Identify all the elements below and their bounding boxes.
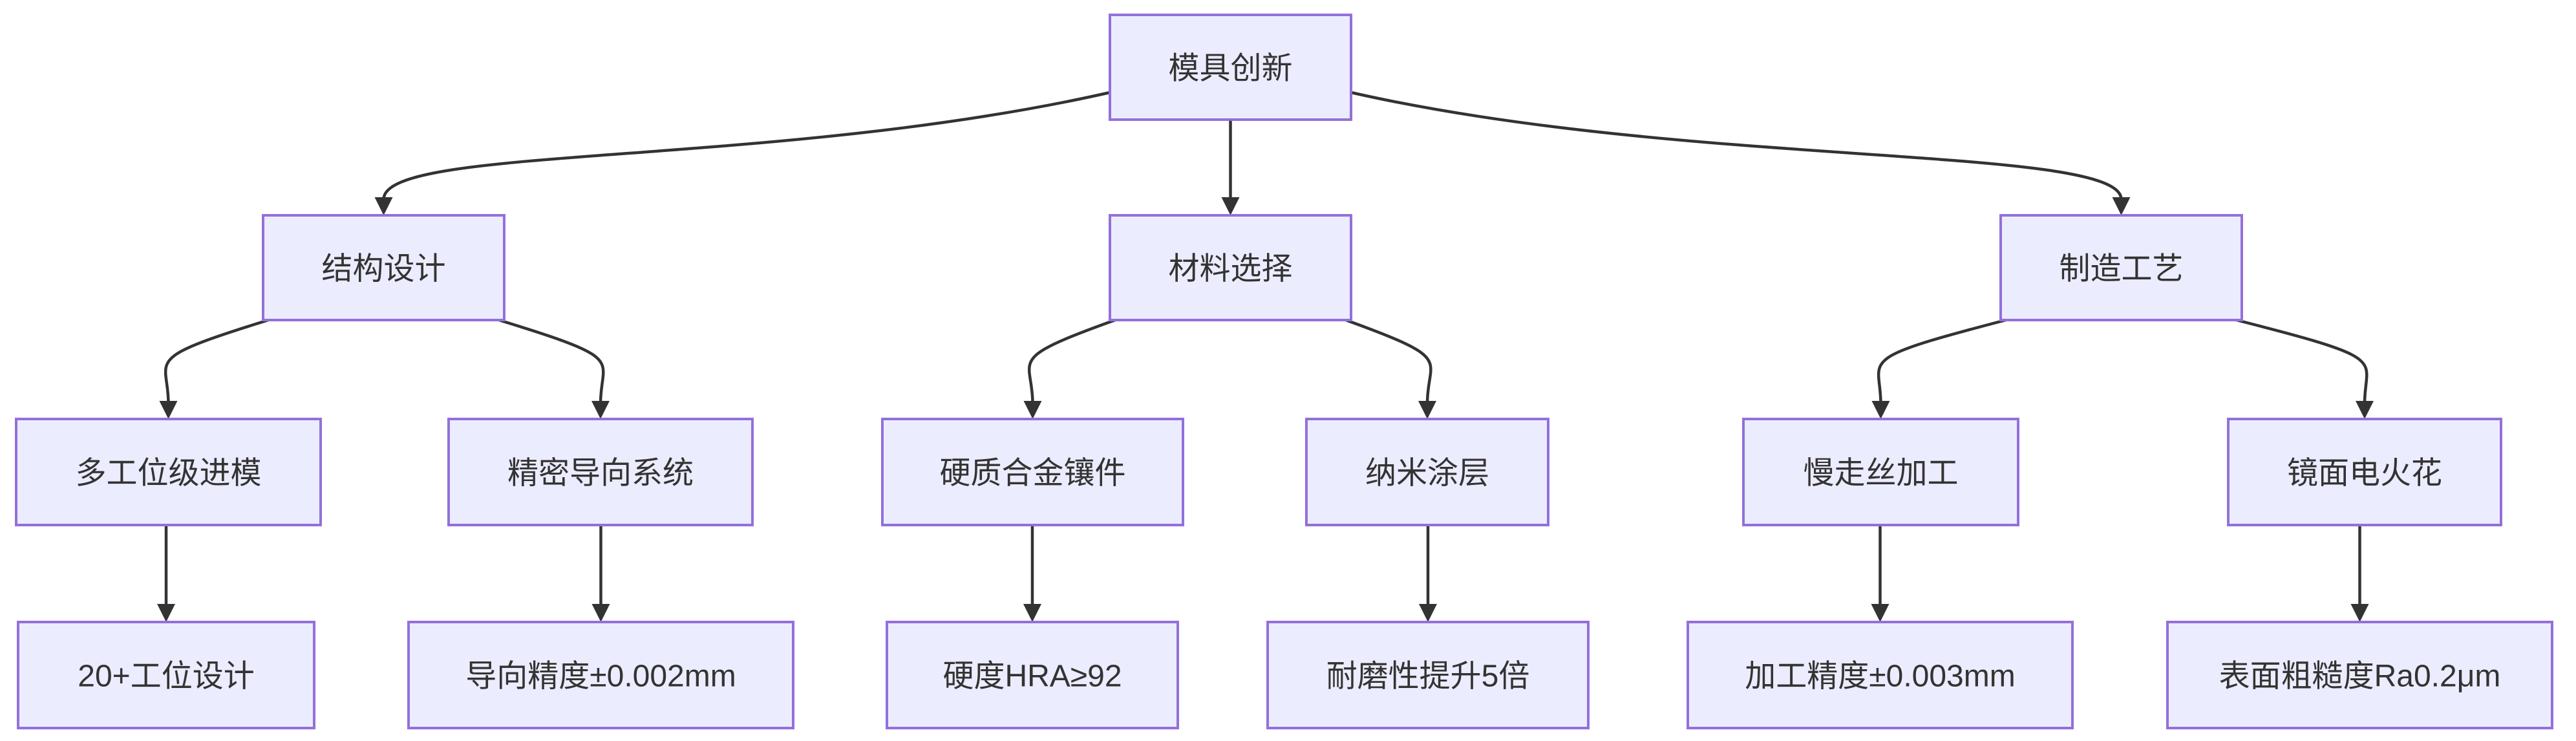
node-material-selection-box: [1109, 214, 1352, 321]
node-nano-coating-box: [1305, 418, 1549, 526]
arrowhead-icon-machining-accuracy: [1871, 604, 1889, 622]
node-structure-design-label: 结构设计: [321, 252, 445, 286]
node-wear-resistance-box: [1266, 621, 1590, 729]
node-manufacturing-process: 制造工艺: [1999, 214, 2243, 321]
node-slow-wire-edm-box: [1742, 418, 2019, 526]
arrowhead-icon-guide-accuracy: [591, 604, 610, 622]
arrowhead-icon-wear-resistance: [1419, 604, 1437, 622]
node-structure-design: 结构设计: [262, 214, 506, 321]
node-precision-guide-system-label: 精密导向系统: [507, 456, 694, 490]
edge-root-to-structure-design: [382, 91, 1111, 200]
node-multi-station-progressive-die: 多工位级进模: [15, 418, 322, 526]
arrowhead-icon-material-selection: [1221, 197, 1240, 215]
node-structure-design-box: [262, 214, 506, 321]
edge-layer: [157, 91, 2374, 622]
node-material-selection: 材料选择: [1109, 214, 1352, 321]
arrowhead-icon-multi-station-progressive-die: [159, 401, 178, 419]
node-hardness-hra-box: [886, 621, 1179, 729]
edge-root-to-manufacturing-process: [1350, 91, 2123, 200]
arrowhead-icon-hardness-hra: [1023, 604, 1041, 622]
node-carbide-insert: 硬质合金镶件: [881, 418, 1184, 526]
node-multi-station-progressive-die-label: 多工位级进模: [75, 456, 261, 490]
node-precision-guide-system-box: [447, 418, 754, 526]
arrowhead-icon-slow-wire-edm: [1871, 401, 1890, 419]
node-station-design-20plus-box: [17, 621, 315, 729]
edge-manufacturing-process-to-slow-wire-edm: [1877, 318, 2007, 404]
node-surface-roughness-label: 表面粗糙度Ra0.2μm: [2219, 659, 2501, 693]
node-nano-coating-label: 纳米涂层: [1365, 456, 1489, 490]
node-machining-accuracy-box: [1687, 621, 2074, 729]
node-wear-resistance-label: 耐磨性提升5倍: [1326, 659, 1530, 693]
edge-structure-design-to-multi-station-progressive-die: [164, 318, 269, 404]
node-slow-wire-edm-label: 慢走丝加工: [1803, 456, 1958, 490]
node-slow-wire-edm: 慢走丝加工: [1742, 418, 2019, 526]
node-surface-roughness: 表面粗糙度Ra0.2μm: [2166, 621, 2553, 729]
node-material-selection-label: 材料选择: [1168, 252, 1292, 286]
node-carbide-insert-box: [881, 418, 1184, 526]
node-guide-accuracy-box: [407, 621, 794, 729]
node-root-label: 模具创新: [1168, 51, 1292, 85]
node-precision-guide-system: 精密导向系统: [447, 418, 754, 526]
node-wear-resistance: 耐磨性提升5倍: [1266, 621, 1590, 729]
node-manufacturing-process-box: [1999, 214, 2243, 321]
node-guide-accuracy: 导向精度±0.002mm: [407, 621, 794, 729]
arrowhead-icon-station-design-20plus: [157, 604, 175, 622]
node-root-box: [1109, 14, 1352, 121]
node-station-design-20plus-label: 20+工位设计: [78, 659, 254, 693]
arrowhead-icon-carbide-insert: [1023, 401, 1042, 419]
arrowhead-icon-nano-coating: [1418, 401, 1436, 419]
arrowhead-icon-manufacturing-process: [2112, 197, 2131, 215]
node-manufacturing-process-label: 制造工艺: [2059, 252, 2183, 286]
node-nano-coating: 纳米涂层: [1305, 418, 1549, 526]
node-machining-accuracy: 加工精度±0.003mm: [1687, 621, 2074, 729]
node-machining-accuracy-label: 加工精度±0.003mm: [1745, 659, 2015, 693]
node-mirror-edm-label: 镜面电火花: [2287, 456, 2442, 490]
node-mirror-edm-box: [2227, 418, 2502, 526]
arrowhead-icon-precision-guide-system: [591, 401, 610, 419]
node-station-design-20plus: 20+工位设计: [17, 621, 315, 729]
node-multi-station-progressive-die-box: [15, 418, 322, 526]
arrowhead-icon-surface-roughness: [2350, 604, 2369, 622]
arrowhead-icon-structure-design: [374, 197, 393, 215]
edge-structure-design-to-precision-guide-system: [498, 318, 605, 404]
edge-manufacturing-process-to-mirror-edm: [2236, 318, 2368, 404]
edge-material-selection-to-carbide-insert: [1027, 318, 1116, 404]
edge-material-selection-to-nano-coating: [1345, 318, 1432, 404]
node-guide-accuracy-label: 导向精度±0.002mm: [465, 659, 736, 693]
node-hardness-hra-label: 硬度HRA≥92: [942, 659, 1122, 693]
node-hardness-hra: 硬度HRA≥92: [886, 621, 1179, 729]
node-surface-roughness-box: [2166, 621, 2553, 729]
node-root: 模具创新: [1109, 14, 1352, 121]
arrowhead-icon-mirror-edm: [2356, 401, 2374, 419]
node-carbide-insert-label: 硬质合金镶件: [939, 456, 1125, 490]
node-mirror-edm: 镜面电火花: [2227, 418, 2502, 526]
